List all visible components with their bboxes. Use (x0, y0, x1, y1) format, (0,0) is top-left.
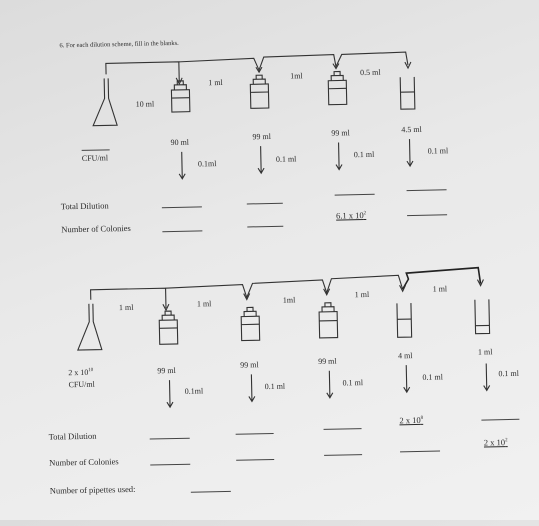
diluent-volume: 90 ml (170, 138, 189, 147)
tube-icon (400, 77, 415, 109)
transfer-volume: 1 ml (208, 78, 223, 87)
diluent-volume: 99 ml (331, 128, 350, 137)
transfer-volume: 1ml (290, 71, 303, 80)
transfer-volume: 0.5 ml (360, 68, 381, 77)
colonies-answer: 6.1 x 102 (336, 210, 366, 221)
plating-volume: 0.1ml (185, 386, 204, 395)
diluent-volume: 1 ml (478, 347, 493, 356)
bottle-icon (328, 71, 347, 104)
transfer-volume: 1 ml (355, 290, 370, 299)
bottle-icon (241, 307, 260, 340)
tube-icon (397, 303, 412, 337)
plating-volume: 0.1 ml (276, 154, 297, 163)
plating-volume: 0.1 ml (265, 382, 286, 391)
total-dilution-label: Total Dilution (61, 200, 109, 211)
bottle-icon (319, 303, 338, 338)
transfer-volume: 1ml (283, 295, 296, 304)
stock-concentration: 2 x 1010 (68, 368, 93, 378)
stock-unit: CFU/ml (68, 380, 94, 390)
colonies-label: Number of Colonies (61, 223, 131, 234)
diluent-volume: 4 ml (398, 351, 413, 360)
transfer-volume: 1 ml (433, 284, 448, 293)
plating-volume: 0.1 ml (422, 372, 443, 381)
diluent-volume: 99 ml (240, 360, 259, 369)
plating-volume: 0.1 ml (342, 378, 363, 387)
bottle-icon (159, 311, 178, 344)
diluent-volume: 99 ml (252, 132, 271, 141)
stock-unit: CFU/ml (82, 153, 108, 163)
bottle-icon (171, 81, 190, 112)
stock-flask-icon (92, 78, 117, 125)
diluent-volume: 99 ml (157, 366, 176, 375)
diluent-volume: 4.5 ml (401, 125, 422, 134)
transfer-volume: 10 ml (136, 99, 155, 108)
colonies-answer: 2 x 102 (484, 437, 508, 447)
stock-flask-icon (77, 304, 102, 350)
plating-volume: 0.1 ml (354, 150, 375, 159)
pipettes-label: Number of pipettes used: (50, 484, 136, 496)
plating-volume: 0.1ml (198, 159, 217, 168)
bottle-icon (250, 75, 269, 108)
plating-volume: 0.1 ml (428, 146, 449, 155)
tube-icon (475, 299, 490, 333)
diluent-volume: 99 ml (318, 357, 337, 366)
transfer-volume: 1 ml (119, 303, 134, 312)
total-dilution-label: Total Dilution (49, 431, 97, 442)
transfer-volume: 1 ml (197, 299, 212, 308)
total-dilution-answer: 2 x 108 (399, 415, 423, 425)
plating-volume: 0.1 ml (498, 369, 519, 378)
colonies-label: Number of Colonies (49, 456, 119, 467)
